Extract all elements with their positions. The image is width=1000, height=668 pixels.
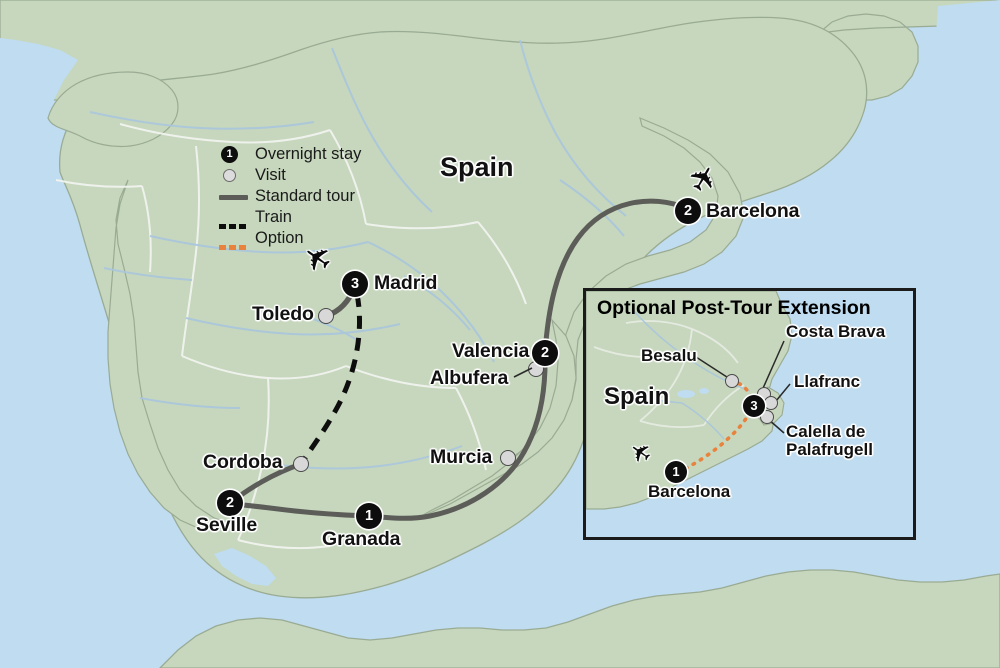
legend-label-option: Option xyxy=(255,229,304,247)
stop-marker-valencia[interactable]: 2 xyxy=(532,340,558,366)
city-label-seville: Seville xyxy=(196,514,258,536)
city-label-barcelona: Barcelona xyxy=(706,200,800,222)
inset-visit-marker-calella[interactable] xyxy=(760,410,774,424)
legend-badge-number: 1 xyxy=(221,146,238,163)
inset-visit-marker-besalu[interactable] xyxy=(725,374,739,388)
legend-label-visit: Visit xyxy=(255,166,286,184)
gibraltar-strait xyxy=(214,548,276,586)
inset-stop-marker-barcelona[interactable]: 1 xyxy=(665,461,687,483)
inset-stop-marker-costa-brava[interactable]: 3 xyxy=(743,395,765,417)
galicia xyxy=(47,71,179,148)
portugal-coast xyxy=(107,179,234,531)
valencia-coast xyxy=(413,317,577,521)
stop-marker-seville[interactable]: 2 xyxy=(217,490,243,516)
inset-city-label-calella-line1: Calella de xyxy=(786,422,866,441)
rivers xyxy=(89,39,627,470)
route-train-madrid-cordoba xyxy=(298,293,362,466)
inset-geography xyxy=(586,291,913,537)
visit-circle-icon xyxy=(218,166,250,185)
route-valencia-granada xyxy=(366,350,548,521)
atlantic-carve xyxy=(0,0,132,668)
city-label-granada: Granada xyxy=(322,528,401,550)
leader-besalu xyxy=(695,356,731,380)
visit-marker-toledo[interactable] xyxy=(318,308,334,324)
stop-marker-barcelona[interactable]: 2 xyxy=(675,198,701,224)
inset-country-label-spain: Spain xyxy=(604,383,670,410)
inset-city-label-besalu: Besalu xyxy=(641,346,697,365)
inset-land xyxy=(586,291,793,510)
solid-line-icon xyxy=(218,187,250,206)
inset-city-label-llafranc: Llafranc xyxy=(794,372,861,391)
legend-label-standard-tour: Standard tour xyxy=(255,187,355,205)
north-africa xyxy=(159,569,1000,668)
inset-lake-2 xyxy=(699,388,709,394)
inset-visit-marker-llafranc[interactable] xyxy=(764,396,778,410)
city-label-albufera: Albufera xyxy=(430,367,509,389)
city-label-madrid: Madrid xyxy=(374,272,438,294)
inset-city-label-calella: Calella de Palafrugell xyxy=(786,423,873,459)
black-dashed-line-icon xyxy=(218,208,250,229)
legend-label-train: Train xyxy=(255,208,292,226)
leader-llafranc xyxy=(775,383,791,402)
leader-costa-brava xyxy=(759,340,785,396)
route-valencia-barcelona xyxy=(542,198,689,356)
visit-marker-cordoba[interactable] xyxy=(293,456,309,472)
city-label-murcia: Murcia xyxy=(430,446,493,468)
city-label-toledo: Toledo xyxy=(252,303,314,325)
legend-label-overnight: Overnight stay xyxy=(255,145,362,163)
inset-optional-post-tour-extension: Optional Post-Tour Extension Spain ✈ 1 3… xyxy=(583,288,916,540)
stop-marker-granada[interactable]: 1 xyxy=(356,503,382,529)
inset-city-label-calella-line2: Palafrugell xyxy=(786,439,873,459)
city-label-valencia: Valencia xyxy=(452,340,530,362)
orange-dashed-line-icon xyxy=(218,229,250,250)
inset-city-label-barcelona: Barcelona xyxy=(648,482,731,501)
overnight-badge-icon: 1 xyxy=(218,145,250,164)
stop-marker-madrid[interactable]: 3 xyxy=(342,271,368,297)
visit-marker-murcia[interactable] xyxy=(500,450,516,466)
inset-lake xyxy=(677,390,695,398)
inset-city-label-costa-brava: Costa Brava xyxy=(786,322,886,341)
city-label-cordoba: Cordoba xyxy=(203,451,283,473)
country-label-spain: Spain xyxy=(440,152,514,182)
region-borders xyxy=(55,123,527,549)
inset-title: Optional Post-Tour Extension xyxy=(597,297,871,319)
